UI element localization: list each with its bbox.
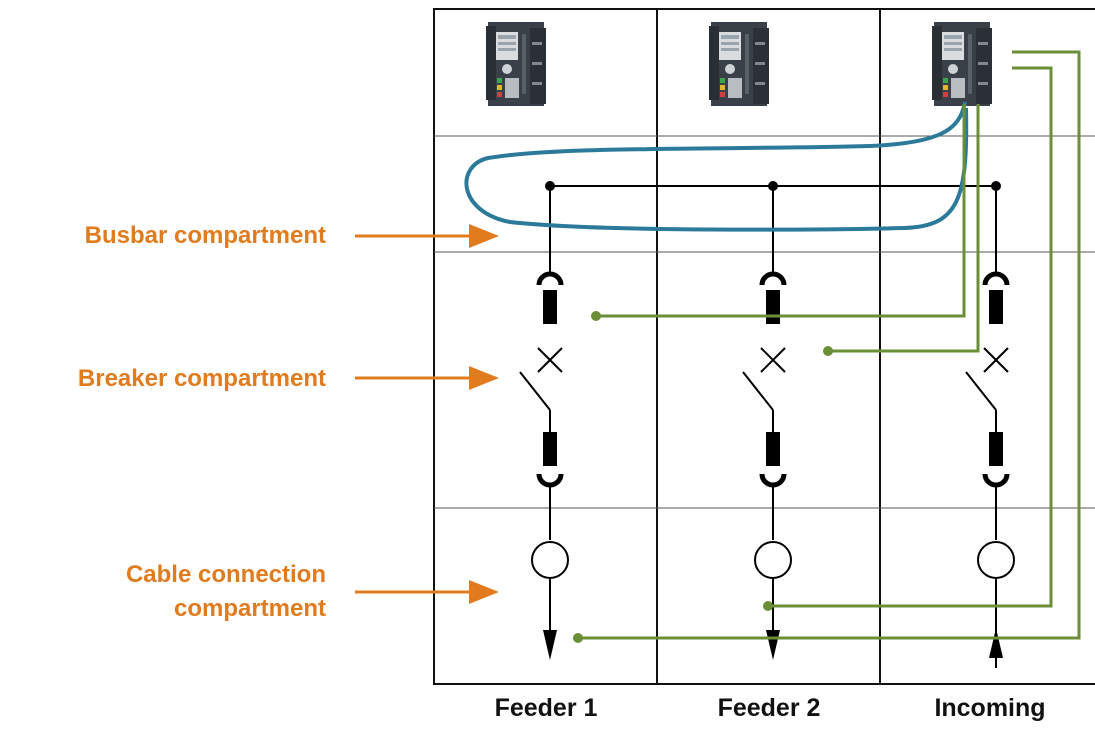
protection-relay-icon: [932, 22, 992, 106]
feeder-1-line: [520, 274, 568, 640]
communication-cable: [464, 101, 969, 232]
switchgear-frame: [433, 8, 1095, 685]
control-wiring: [578, 50, 1081, 640]
column-label-incoming: Incoming: [934, 694, 1046, 722]
outgoing-arrow-icon: [766, 630, 780, 660]
column-label-feeder-2: Feeder 2: [717, 694, 821, 722]
busbar-compartment-label: Busbar compartment: [84, 222, 326, 249]
column-label-feeder-1: Feeder 1: [494, 694, 598, 722]
breaker-compartment-label: Breaker compartment: [77, 365, 326, 392]
protection-relay-icon: [709, 22, 769, 106]
cable-compartment-label-line2: compartment: [173, 595, 326, 622]
cable-compartment-label-line1: Cable connection: [125, 561, 326, 588]
incoming-line: [966, 274, 1014, 640]
outgoing-arrow-icon: [543, 630, 557, 660]
feeder-2-line: [743, 274, 791, 640]
protection-relay-icon: [486, 22, 546, 106]
